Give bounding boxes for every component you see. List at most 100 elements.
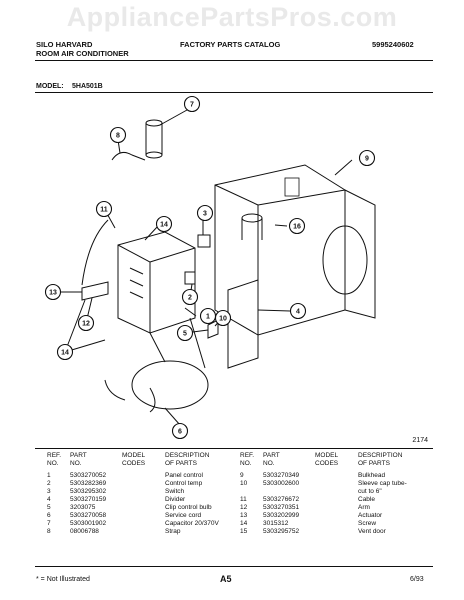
part-number-cell: 3015312	[263, 520, 289, 527]
description-cell: Strap	[165, 528, 181, 535]
model-value: 5HA501B	[72, 83, 103, 90]
model-codes-cell	[122, 496, 165, 504]
model-codes-cell	[315, 504, 358, 512]
model-rule	[35, 92, 433, 93]
callout-13	[44, 283, 62, 301]
callout-10	[214, 309, 232, 327]
callout-3-label: 3	[203, 211, 207, 218]
description-cell: Vent door	[358, 528, 386, 535]
ref-cell: 4	[47, 496, 51, 503]
callout-9	[358, 149, 376, 167]
product-line: ROOM AIR CONDITIONER	[36, 49, 129, 58]
model-codes-cell	[315, 488, 358, 496]
model-codes-cell	[122, 528, 165, 536]
ref-cell: 1	[47, 472, 51, 479]
callout-5-label: 5	[183, 331, 187, 338]
ref-cell: 15	[240, 528, 248, 535]
part-number-cell: 5303001902	[70, 520, 107, 527]
callout-6-label: 6	[178, 429, 182, 436]
part-number-cell: 5303202999	[263, 512, 300, 519]
callout-16	[288, 217, 306, 235]
description-cell: Service cord	[165, 512, 202, 519]
description-cell: Actuator	[358, 512, 383, 519]
table-top-rule	[35, 448, 433, 449]
model-codes-cell	[122, 520, 165, 528]
callout-5	[176, 324, 194, 342]
ref-cell: 2	[47, 480, 51, 487]
ref-cell: 10	[240, 480, 248, 487]
part-number-cell: 5303270349	[263, 472, 300, 479]
callout-2-label: 2	[188, 295, 192, 302]
model-codes-cell	[122, 488, 165, 496]
description-cell: Control temp	[165, 480, 203, 487]
callout-12-label: 12	[82, 321, 90, 328]
table-row: 7 5303001902 Capacitor 20/370V	[47, 520, 245, 528]
part-number-cell: 5303295752	[263, 528, 300, 535]
page-number: A5	[220, 574, 232, 584]
description-cell: Arm	[358, 504, 370, 511]
callout-13-label: 13	[49, 290, 57, 297]
callout-16-label: 16	[293, 224, 301, 231]
table-row: cut to 6"	[240, 488, 438, 496]
callout-8-label: 8	[116, 133, 120, 140]
model-codes-cell	[315, 480, 358, 488]
catalog-number: 5995240602	[372, 40, 414, 49]
callout-14a	[155, 215, 173, 233]
ref-cell: 13	[240, 512, 248, 519]
callout-11	[95, 200, 113, 218]
ref-cell: 7	[47, 520, 51, 527]
callout-4-label: 4	[296, 309, 300, 316]
part-number-cell: 5303270159	[70, 496, 107, 503]
ref-cell: 6	[47, 512, 51, 519]
part-number-cell: 08006788	[70, 528, 99, 535]
callout-14a-label: 14	[160, 222, 168, 229]
part-number-cell: 5303295302	[70, 488, 107, 495]
part-number-cell: 5303270052	[70, 472, 107, 479]
callout-10-label: 10	[219, 316, 227, 323]
model-codes-cell	[122, 472, 165, 480]
description-cell: Sleeve cap tube-	[358, 480, 407, 487]
table-row: 13 5303202999 Actuator	[240, 512, 438, 520]
part-number-cell: 5303002600	[263, 480, 300, 487]
description-cell: Panel control	[165, 472, 203, 479]
footnote: * = Not Illustrated	[36, 576, 90, 583]
catalog-title: FACTORY PARTS CATALOG	[180, 40, 281, 49]
model-codes-cell	[122, 512, 165, 520]
callout-8	[109, 126, 127, 144]
part-number-cell: 5303270058	[70, 512, 107, 519]
table-row: 6 5303270058 Service cord	[47, 512, 245, 520]
model-label: MODEL:	[36, 83, 64, 90]
callout-12	[77, 314, 95, 332]
figure-number: 2174	[412, 437, 428, 444]
part-number-cell: 5303270351	[263, 504, 300, 511]
callout-9-label: 9	[365, 156, 369, 163]
description-cell: cut to 6"	[358, 488, 382, 495]
callout-11-label: 11	[100, 207, 108, 214]
description-cell: Capacitor 20/370V	[165, 520, 219, 527]
part-number-cell	[263, 488, 315, 496]
callout-14b	[56, 343, 74, 361]
ref-cell: 11	[240, 496, 247, 503]
description-cell: Screw	[358, 520, 377, 527]
model-codes-cell	[315, 496, 358, 504]
table-row: 1 5303270052 Panel control	[47, 472, 245, 480]
model-codes-cell	[122, 480, 165, 488]
ref-cell: 9	[240, 472, 244, 479]
date: 6/93	[410, 576, 424, 583]
description-cell: Switch	[165, 488, 185, 495]
